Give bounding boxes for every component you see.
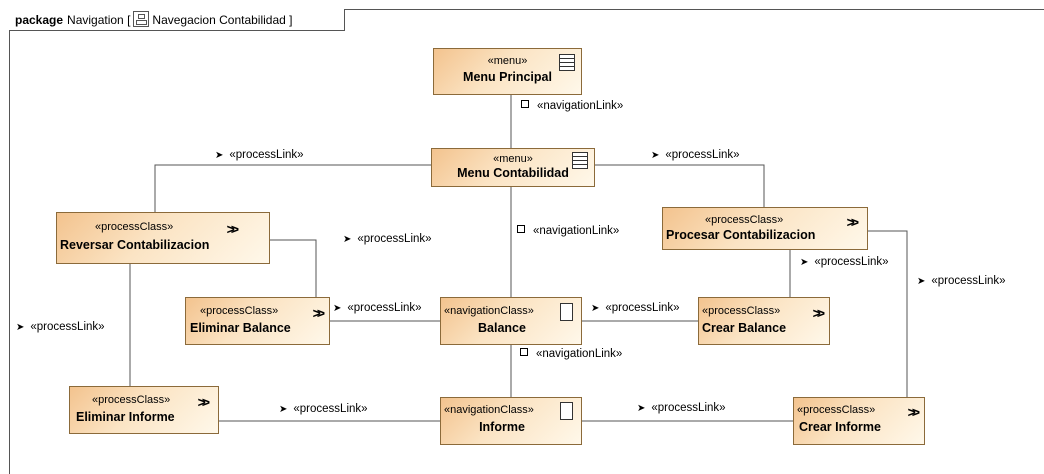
link-stereotype: «processLink» <box>229 149 304 161</box>
node-procesar-contabilizacion[interactable]: «processClass» Procesar Contabilizacion … <box>662 207 868 250</box>
link-line-procesar-crear-informe[interactable] <box>868 230 908 397</box>
link-label-contab-procesar: ➤ «processLink» <box>651 149 740 161</box>
node-name: Reversar Contabilizacion <box>60 238 210 252</box>
link-label-balance-crear-balance: ➤ «processLink» <box>591 302 680 314</box>
node-name: Eliminar Informe <box>76 410 175 424</box>
link-label-procesar-crear-informe: ➤ «processLink» <box>917 275 1006 287</box>
link-stereotype: «processLink» <box>30 321 105 333</box>
navigation-link-icon <box>520 348 528 356</box>
link-stereotype: «processLink» <box>665 149 740 161</box>
link-line-contab-reversar[interactable] <box>154 164 432 212</box>
process-link-arrow-icon: ➤ <box>637 403 646 414</box>
navigation-icon <box>560 303 573 321</box>
link-label-procesar-crear-balance: ➤ «processLink» <box>800 256 889 268</box>
node-stereotype: «processClass» <box>92 394 171 406</box>
node-name: Balance <box>478 321 526 335</box>
process-link-arrow-icon: ➤ <box>16 322 25 333</box>
node-stereotype: «navigationClass» <box>444 404 534 416</box>
link-stereotype: «processLink» <box>605 302 680 314</box>
node-informe[interactable]: «navigationClass» Informe <box>440 397 582 445</box>
link-stereotype: «processLink» <box>347 302 422 314</box>
process-icon: >> <box>907 404 921 420</box>
link-label-contab-reversar: ➤ «processLink» <box>215 149 304 161</box>
node-name: Eliminar Balance <box>190 321 291 335</box>
node-name: Informe <box>479 420 525 434</box>
link-label-nav-principal-contabilidad: «navigationLink» <box>521 100 623 112</box>
node-name: Menu Principal <box>463 70 552 84</box>
node-stereotype: «processClass» <box>702 305 781 317</box>
node-eliminar-informe[interactable]: «processClass» Eliminar Informe >> <box>69 386 219 434</box>
process-link-arrow-icon: ➤ <box>800 257 809 268</box>
package-name: Navigation <box>67 13 124 27</box>
node-menu-contabilidad[interactable]: «menu» Menu Contabilidad <box>431 148 595 187</box>
navigation-link-icon <box>517 225 525 233</box>
link-stereotype: «processLink» <box>651 402 726 414</box>
node-menu-principal[interactable]: «menu» Menu Principal <box>433 48 582 95</box>
navigation-link-icon <box>521 100 529 108</box>
package-frame <box>9 9 1044 474</box>
link-label-eliminar-informe-informe: ➤ «processLink» <box>279 403 368 415</box>
node-stereotype: «processClass» <box>705 214 784 226</box>
link-line-reversar-eliminar-balance[interactable] <box>270 239 317 297</box>
navigation-icon <box>560 402 573 420</box>
process-link-arrow-icon: ➤ <box>917 276 926 287</box>
process-link-arrow-icon: ➤ <box>651 150 660 161</box>
process-icon: >> <box>312 305 326 321</box>
process-icon: >> <box>812 305 826 321</box>
node-crear-balance[interactable]: «processClass» Crear Balance >> <box>698 297 830 345</box>
process-icon: >> <box>197 394 211 410</box>
link-label-informe-crear-informe: ➤ «processLink» <box>637 402 726 414</box>
node-stereotype: «navigationClass» <box>444 305 534 317</box>
node-eliminar-balance[interactable]: «processClass» Eliminar Balance >> <box>185 297 330 345</box>
link-stereotype: «navigationLink» <box>536 348 623 360</box>
node-name: Crear Informe <box>799 420 881 434</box>
node-name: Crear Balance <box>702 321 787 335</box>
link-label-nav-contab-balance: «navigationLink» <box>517 225 619 237</box>
link-stereotype: «processLink» <box>814 256 889 268</box>
link-line-contab-procesar[interactable] <box>595 164 765 207</box>
link-stereotype: «navigationLink» <box>537 100 624 112</box>
node-stereotype: «menu» <box>493 153 533 165</box>
process-icon: >> <box>226 221 240 237</box>
node-balance[interactable]: «navigationClass» Balance <box>440 297 582 345</box>
diagram-name: Navegacion Contabilidad <box>152 13 286 27</box>
link-stereotype: «processLink» <box>357 233 432 245</box>
link-stereotype: «navigationLink» <box>533 225 620 237</box>
node-stereotype: «menu» <box>487 55 528 67</box>
process-link-arrow-icon: ➤ <box>333 303 342 314</box>
menu-icon <box>559 54 575 71</box>
link-stereotype: «processLink» <box>931 275 1006 287</box>
package-keyword: package <box>15 13 64 27</box>
process-icon: >> <box>846 214 860 230</box>
node-reversar-contabilizacion[interactable]: «processClass» Reversar Contabilizacion … <box>56 212 270 264</box>
link-label-eliminar-balance-balance: ➤ «processLink» <box>333 302 422 314</box>
node-crear-informe[interactable]: «processClass» Crear Informe >> <box>793 397 925 445</box>
process-link-arrow-icon: ➤ <box>591 303 600 314</box>
process-link-arrow-icon: ➤ <box>279 404 288 415</box>
link-stereotype: «processLink» <box>293 403 368 415</box>
node-stereotype: «processClass» <box>200 305 279 317</box>
link-label-reversar-eliminar-balance: ➤ «processLink» <box>343 233 432 245</box>
node-stereotype: «processClass» <box>797 404 876 416</box>
process-link-arrow-icon: ➤ <box>215 150 224 161</box>
link-label-nav-balance-informe: «navigationLink» <box>520 348 622 360</box>
node-name: Menu Contabilidad <box>457 166 569 180</box>
node-stereotype: «processClass» <box>95 221 174 233</box>
diagram-icon <box>133 11 150 27</box>
process-link-arrow-icon: ➤ <box>343 234 352 245</box>
node-name: Procesar Contabilizacion <box>666 228 816 242</box>
menu-icon <box>572 152 588 169</box>
link-label-reversar-eliminar-informe: ➤ «processLink» <box>16 321 105 333</box>
